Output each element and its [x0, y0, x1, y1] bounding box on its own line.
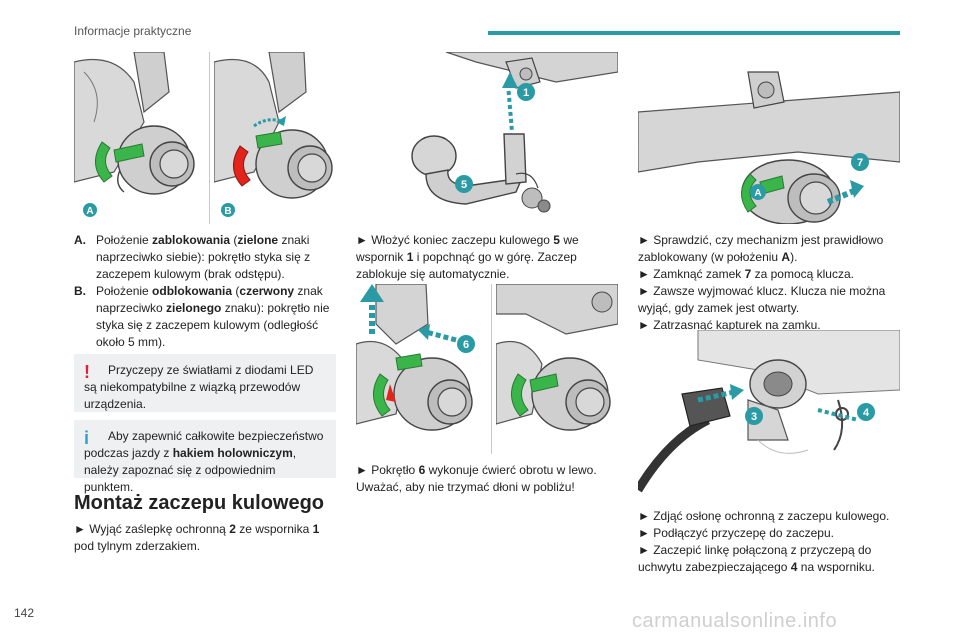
- figure-label-a2: A: [754, 188, 761, 199]
- text: (: [232, 284, 240, 298]
- section-title: Informacje praktyczne: [74, 24, 192, 38]
- figure-label-6: 6: [463, 339, 469, 351]
- header-accent-bar: [488, 31, 900, 35]
- text: wykonuje ćwierć obrotu w lewo. Uważać, a…: [356, 463, 597, 494]
- info-text: Aby zapewnić całkowite bezpieczeństwo po…: [84, 429, 324, 460]
- bold-text: zielone: [237, 233, 279, 247]
- figure-socket-connection: 3 4: [638, 330, 900, 498]
- text: ► Podłączyć przyczepę do zaczepu.: [638, 526, 834, 540]
- figure-locked-position: A: [74, 52, 204, 224]
- text: znaku): pokrętło nie styka się z zaczepe…: [96, 301, 330, 349]
- text: ze wspornika: [235, 522, 313, 536]
- figure-label-b: B: [224, 206, 231, 217]
- warning-note: ! Przyczepy ze światłami z diodami LED s…: [74, 354, 336, 412]
- bold-text: czerwony: [239, 284, 295, 298]
- list-key: A.: [74, 233, 86, 247]
- text: znaki naprzeciwko siebie): pokrętło styk…: [96, 233, 311, 281]
- lock-instructions: ► Sprawdzić, czy mechanizm jest prawidło…: [638, 232, 900, 334]
- text: ).: [790, 250, 798, 264]
- text: we wspornik: [356, 233, 579, 264]
- figure-label-a: A: [86, 206, 93, 217]
- text: ► Zamknąć zamek: [638, 267, 745, 281]
- bold-text: 7: [744, 267, 752, 281]
- figure-knob-locked: [496, 284, 618, 454]
- bold-text: 1: [312, 522, 320, 536]
- bold-text: zablokowania: [152, 233, 231, 247]
- warning-text: Przyczepy ze światłami z diodami LED są …: [84, 363, 314, 411]
- text: i popchnąć go w górę. Zaczep zablokuje s…: [356, 250, 577, 281]
- bold-text: A: [781, 250, 791, 264]
- bold-text: 2: [229, 522, 236, 536]
- text: (: [230, 233, 238, 247]
- text: Położenie: [96, 284, 153, 298]
- bold-text: zielonego: [166, 301, 222, 315]
- figure-knob-rotation: 6: [356, 284, 486, 454]
- text: ► Sprawdzić, czy mechanizm jest prawidło…: [638, 233, 884, 264]
- bold-text: 6: [418, 463, 426, 477]
- text: na wsporniku.: [797, 560, 875, 574]
- watermark: carmanualsonline.info: [632, 610, 838, 632]
- list-item: A. Położenie zablokowania (zielone znaki…: [74, 232, 336, 283]
- section-heading: Montaż zaczepu kulowego: [74, 492, 325, 514]
- warning-icon: !: [84, 362, 90, 382]
- bold-text: hakiem holowniczym: [172, 446, 293, 460]
- info-icon: i: [84, 428, 90, 448]
- text: ► Zaczepić linkę połączoną z przyczepą d…: [638, 543, 872, 574]
- step-knob-turn: ► Pokrętło 6 wykonuje ćwierć obrotu w le…: [356, 462, 618, 496]
- text: ► Zawsze wyjmować klucz. Klucza nie możn…: [638, 284, 886, 315]
- figure-label-1: 1: [523, 87, 529, 99]
- bold-text: odblokowania: [152, 284, 233, 298]
- figure-divider: [491, 284, 492, 454]
- text: ► Pokrętło: [356, 463, 419, 477]
- list-item: B. Położenie odblokowania (czerwony znak…: [74, 283, 336, 351]
- step-insert-towball: ► Włożyć koniec zaczepu kulowego 5 we ws…: [356, 232, 618, 283]
- text: za pomocą klucza.: [751, 267, 854, 281]
- figure-unlocked-position: B: [214, 52, 338, 224]
- text: Położenie: [96, 233, 153, 247]
- bold-text: 1: [406, 250, 414, 264]
- page-number: 142: [14, 606, 35, 620]
- list-key: B.: [74, 284, 86, 298]
- bold-text: 4: [790, 560, 798, 574]
- step-remove-cap: ► Wyjąć zaślepkę ochronną 2 ze wspornika…: [74, 521, 336, 555]
- connection-instructions: ► Zdjąć osłonę ochronną z zaczepu kulowe…: [638, 508, 900, 576]
- figure-label-5: 5: [461, 179, 467, 191]
- text: znak naprzeciwko: [96, 284, 323, 315]
- bold-text: 5: [553, 233, 560, 247]
- figure-label-7: 7: [857, 157, 863, 169]
- text: ► Zatrzasnąć kapturek na zamku.: [638, 318, 821, 332]
- text: ► Zdjąć osłonę ochronną z zaczepu kulowe…: [638, 509, 890, 523]
- info-note: i Aby zapewnić całkowite bezpieczeństwo …: [74, 420, 336, 494]
- position-descriptions: A. Położenie zablokowania (zielone znaki…: [74, 232, 336, 351]
- figure-label-3: 3: [751, 411, 757, 423]
- text: ► Wyjąć zaślepkę ochronną: [74, 522, 230, 536]
- text: pod tylnym zderzakiem.: [74, 539, 201, 553]
- figure-label-4: 4: [863, 407, 870, 419]
- info-text: , należy zapoznać się z odpowiednim punk…: [84, 446, 297, 494]
- figure-divider: [209, 52, 210, 224]
- figure-insert-towball: 1 5: [356, 52, 618, 224]
- figure-lock-key: 7 A: [638, 52, 900, 224]
- text: ► Włożyć koniec zaczepu kulowego: [356, 233, 554, 247]
